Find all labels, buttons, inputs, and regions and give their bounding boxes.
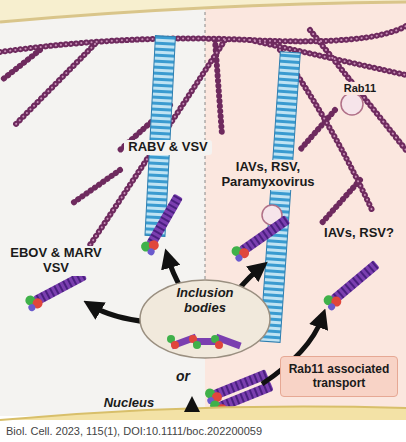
rnp-complex: [215, 334, 242, 349]
actin-filaments: [0, 26, 406, 245]
conjunction-label: or: [168, 368, 198, 384]
rnp-complex: [139, 192, 186, 257]
polymerase-dot: [171, 341, 179, 349]
polymerase-dot: [215, 341, 223, 349]
ellipse-fill: [140, 280, 270, 358]
organelle-label: Nucleus: [92, 396, 166, 411]
nucleus: [0, 407, 406, 421]
membrane-edge: [0, 2, 406, 22]
node-text: Inclusion bodies: [170, 286, 240, 316]
nuclear-envelope: [0, 407, 406, 421]
plasma-membrane: [0, 0, 406, 22]
virus-label: EBOV & MARV VSV: [2, 246, 110, 276]
rnp-complex: [170, 334, 197, 349]
virus-label: IAVs, RSV, Paramyxovirus: [212, 160, 324, 190]
transport-box: Rab11 associated transport: [280, 356, 398, 397]
figure-caption: Biol. Cell. 2023, 115(1), DOI:10.1111/bo…: [6, 425, 262, 437]
virus-label: RABV & VSV: [124, 140, 212, 155]
protein-label: Rab11: [336, 82, 384, 95]
virus-label: IAVs, RSV?: [315, 226, 403, 241]
rnp-complex: [321, 258, 381, 312]
rnp-complex: [229, 213, 292, 264]
node-text: Rab11 associated transport: [281, 357, 397, 396]
rab11-vesicle: [341, 93, 363, 115]
polymerase-dot: [193, 341, 201, 349]
microtubule: [260, 52, 300, 343]
inclusion-body: Inclusion bodies: [138, 278, 272, 360]
